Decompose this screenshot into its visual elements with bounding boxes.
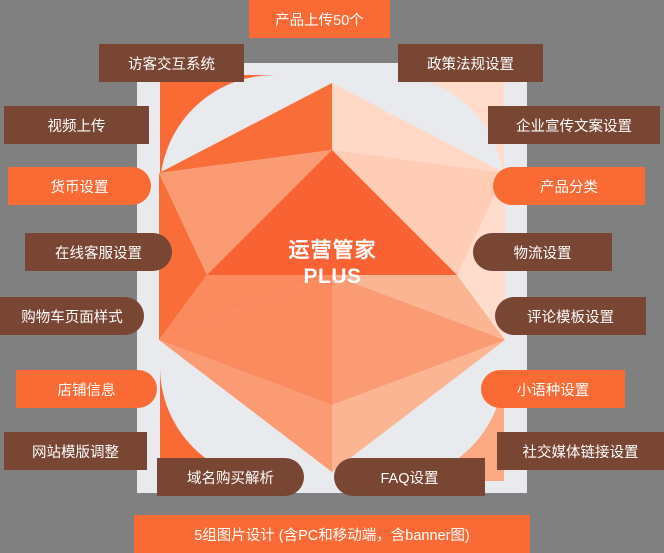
label-top-product-upload[interactable]: 产品上传50个: [249, 0, 390, 38]
label-text: 访客交互系统: [128, 56, 215, 73]
label-faq-settings[interactable]: FAQ设置: [334, 458, 485, 496]
label-text: 产品分类: [540, 179, 598, 196]
label-text: 在线客服设置: [55, 245, 142, 262]
label-text: 产品上传50个: [275, 12, 364, 29]
label-text: 政策法规设置: [427, 56, 514, 73]
label-minor-language-settings[interactable]: 小语种设置: [481, 370, 625, 408]
label-text: 评论模板设置: [527, 309, 614, 326]
label-policy-regulation-settings[interactable]: 政策法规设置: [398, 44, 543, 82]
label-text: 社交媒体链接设置: [522, 444, 639, 461]
label-text: 物流设置: [513, 245, 572, 262]
low-poly-hexagon: [159, 83, 505, 472]
label-text: 店铺信息: [57, 382, 116, 399]
label-logistics-settings[interactable]: 物流设置: [473, 233, 612, 271]
label-text: 5组图片设计 (含PC和移动端，含banner图): [194, 527, 470, 544]
label-text: 域名购买解析: [187, 470, 274, 487]
label-text: 货币设置: [50, 179, 109, 196]
label-store-info[interactable]: 店铺信息: [16, 370, 157, 408]
label-text: 网站模版调整: [32, 444, 119, 461]
label-text: FAQ设置: [380, 470, 439, 487]
label-text: 小语种设置: [516, 382, 590, 399]
label-visitor-interaction[interactable]: 访客交互系统: [99, 44, 244, 82]
label-website-template-adjust[interactable]: 网站模版调整: [4, 432, 147, 470]
panel-corner-wedges: [160, 75, 504, 481]
label-review-template-settings[interactable]: 评论模板设置: [495, 297, 646, 335]
label-social-media-link-settings[interactable]: 社交媒体链接设置: [497, 432, 664, 470]
label-product-category[interactable]: 产品分类: [493, 167, 645, 205]
label-online-service-settings[interactable]: 在线客服设置: [25, 233, 172, 271]
label-text: 购物车页面样式: [21, 309, 123, 326]
label-domain-purchase-resolve[interactable]: 域名购买解析: [157, 458, 304, 496]
label-currency-settings[interactable]: 货币设置: [8, 167, 151, 205]
label-text: 视频上传: [47, 118, 106, 135]
label-video-upload[interactable]: 视频上传: [4, 106, 149, 144]
label-cart-page-style[interactable]: 购物车页面样式: [0, 297, 144, 335]
label-text: 企业宣传文案设置: [516, 118, 632, 135]
label-company-copy-settings[interactable]: 企业宣传文案设置: [488, 106, 660, 144]
label-bottom-image-design[interactable]: 5组图片设计 (含PC和移动端，含banner图): [134, 515, 530, 553]
